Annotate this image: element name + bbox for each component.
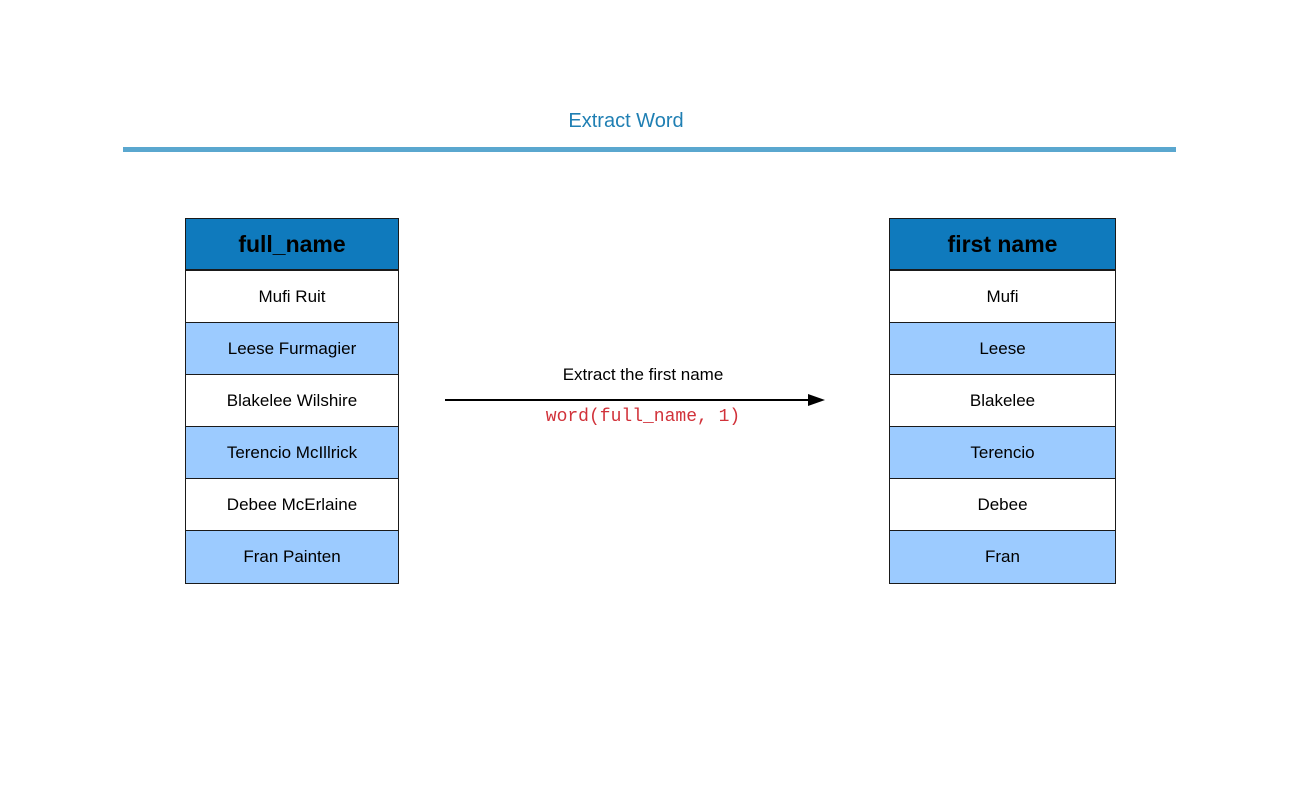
source-table-row: Mufi Ruit <box>186 271 398 323</box>
transform-label: Extract the first name <box>562 365 724 384</box>
source-table-row: Blakelee Wilshire <box>186 375 398 427</box>
source-table-row: Fran Painten <box>186 531 398 583</box>
result-table: first name Mufi Leese Blakelee Terencio … <box>889 218 1116 584</box>
result-table-row: Mufi <box>890 271 1115 323</box>
source-table-row: Leese Furmagier <box>186 323 398 375</box>
transform-code: word(full_name, 1) <box>545 407 741 427</box>
source-table-header: full_name <box>186 219 398 271</box>
arrow-head-icon <box>808 394 825 406</box>
result-table-row: Terencio <box>890 427 1115 479</box>
result-table-row: Leese <box>890 323 1115 375</box>
transform-arrow <box>445 394 825 406</box>
source-table-row: Debee McErlaine <box>186 479 398 531</box>
result-table-row: Fran <box>890 531 1115 583</box>
result-table-row: Blakelee <box>890 375 1115 427</box>
title-rule <box>123 147 1176 152</box>
result-table-row: Debee <box>890 479 1115 531</box>
diagram-title: Extract Word <box>568 110 684 132</box>
result-table-header: first name <box>890 219 1115 271</box>
source-table-row: Terencio McIllrick <box>186 427 398 479</box>
source-table: full_name Mufi Ruit Leese Furmagier Blak… <box>185 218 399 584</box>
